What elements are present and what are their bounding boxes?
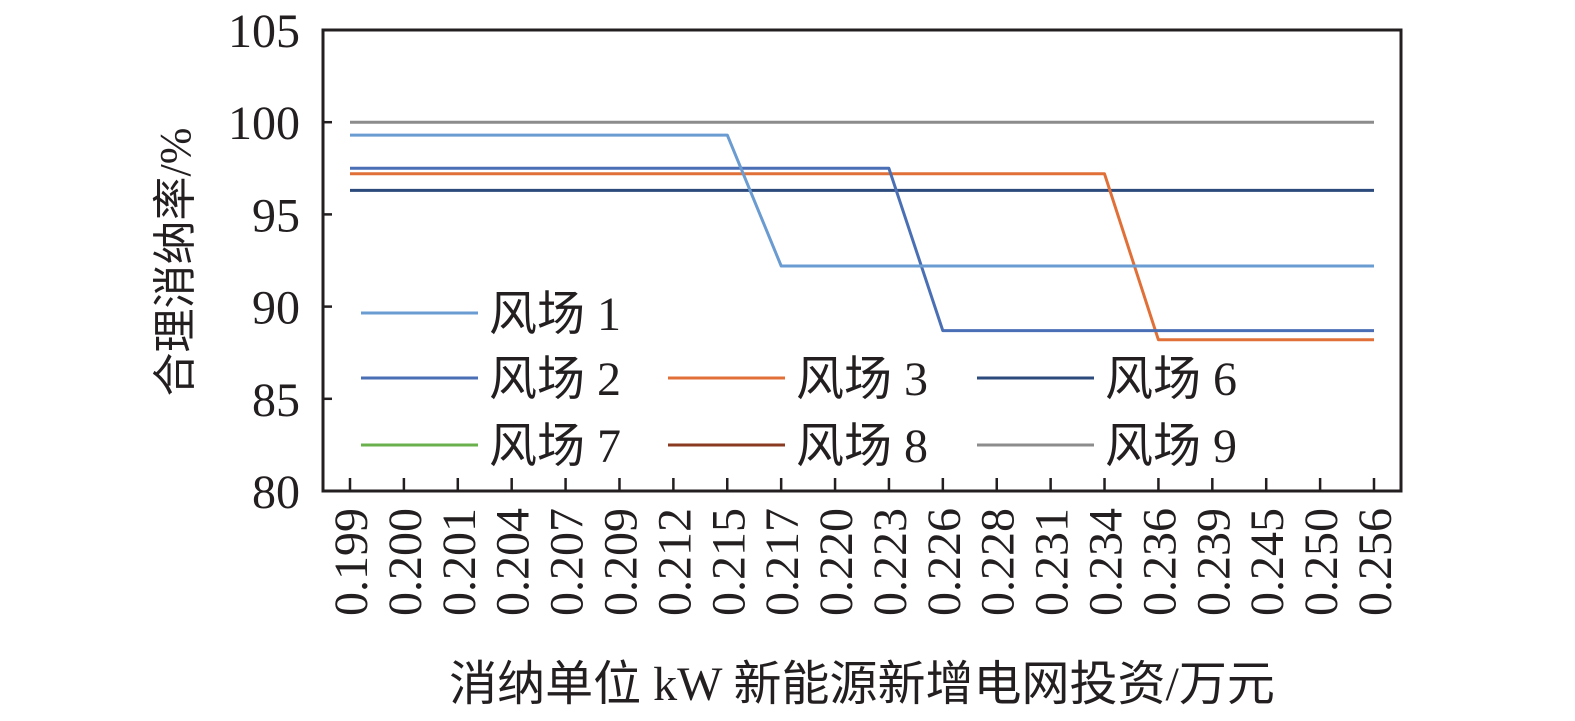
y-axis-ticks: 80 85 90 95 100 105 bbox=[228, 5, 332, 519]
chart-marks bbox=[350, 120, 1374, 342]
x-axis-label: 消纳单位 kW 新能源新增电网投资/万元 bbox=[449, 658, 1275, 711]
x-tick-label: 0.223 bbox=[864, 508, 917, 616]
series-line-2 bbox=[350, 166, 1374, 333]
x-tick-label: 0.226 bbox=[918, 508, 971, 616]
y-tick-label: 85 bbox=[252, 374, 300, 427]
plot-frame bbox=[321, 28, 1403, 493]
legend-label-5: 风场 7 bbox=[489, 420, 621, 473]
series-line-1 bbox=[350, 133, 1374, 268]
x-tick-label: 0.256 bbox=[1349, 508, 1402, 616]
x-tick-label: 0.207 bbox=[541, 508, 594, 616]
y-tick-label: 80 bbox=[252, 466, 300, 519]
legend-label-1: 风场 1 bbox=[489, 288, 621, 341]
x-tick-label: 0.199 bbox=[325, 508, 378, 616]
x-tick-label: 0.201 bbox=[433, 508, 486, 616]
x-tick-label: 0.239 bbox=[1187, 508, 1240, 616]
legend-label-2: 风场 2 bbox=[489, 353, 621, 406]
y-tick-label: 95 bbox=[252, 189, 300, 242]
x-tick-label: 0.236 bbox=[1133, 508, 1186, 616]
y-tick-label: 90 bbox=[252, 282, 300, 335]
x-tick-label: 0.228 bbox=[972, 508, 1025, 616]
x-tick-label: 0.200 bbox=[379, 508, 432, 616]
legend-label-7: 风场 9 bbox=[1105, 420, 1237, 473]
x-tick-label: 0.212 bbox=[648, 508, 701, 616]
plot-border bbox=[321, 28, 1403, 493]
legend-label-3: 风场 3 bbox=[796, 353, 928, 406]
x-tick-label: 0.250 bbox=[1295, 508, 1348, 616]
x-tick-label: 0.217 bbox=[756, 508, 809, 616]
legend: 风场 1 风场 2 风场 3 风场 6 风场 7 风场 8 风场 9 bbox=[361, 288, 1237, 473]
y-tick-label: 100 bbox=[228, 97, 300, 150]
legend-label-4: 风场 6 bbox=[1105, 353, 1237, 406]
x-tick-label: 0.220 bbox=[810, 508, 863, 616]
x-tick-label: 0.204 bbox=[487, 508, 540, 616]
x-tick-label: 0.234 bbox=[1080, 508, 1133, 616]
x-tick-label: 0.209 bbox=[595, 508, 648, 616]
series-line-3 bbox=[350, 172, 1374, 342]
x-tick-label: 0.245 bbox=[1241, 508, 1294, 616]
legend-label-6: 风场 8 bbox=[796, 420, 928, 473]
y-axis-label: 合理消纳率/% bbox=[151, 128, 200, 397]
y-tick-label: 105 bbox=[228, 5, 300, 58]
x-tick-label: 0.231 bbox=[1026, 508, 1079, 616]
x-tick-label: 0.215 bbox=[702, 508, 755, 616]
